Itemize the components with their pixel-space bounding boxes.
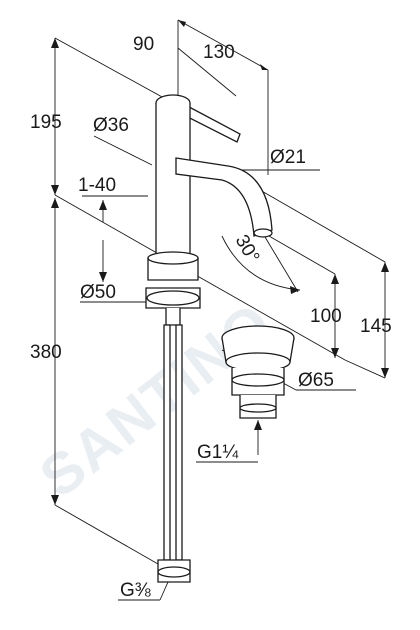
dim-130-line	[177, 19, 269, 71]
dim-countertop-line	[54, 194, 346, 361]
pop-up-waste	[221, 325, 295, 419]
dim-90-line	[177, 47, 237, 97]
threaded-rod	[165, 308, 181, 326]
hose-right	[175, 324, 183, 561]
dim-arrowhead	[99, 272, 107, 282]
dim-arrowhead	[51, 185, 59, 195]
dim-arrowhead	[178, 20, 186, 27]
base-rose-top	[147, 251, 199, 265]
dim-arrowhead	[51, 495, 59, 505]
label-100: 100	[310, 306, 342, 327]
label-d65: Ø65	[298, 370, 334, 391]
waste-ring	[231, 373, 285, 387]
dim-arrowhead	[331, 274, 339, 284]
label-g38: G⅜	[120, 580, 151, 601]
dim-d36-leader	[93, 135, 153, 166]
dim-arrowhead	[51, 198, 59, 208]
dim-arrowhead	[381, 368, 389, 378]
label-380: 380	[30, 342, 62, 363]
faucet	[145, 94, 273, 583]
dim-145-base-line	[344, 359, 386, 379]
dim-30deg-leg	[261, 231, 299, 293]
label-1-40: 1-40	[78, 175, 116, 196]
dim-outlet-reference-line	[261, 231, 336, 275]
label-90: 90	[133, 34, 154, 55]
main-column	[155, 103, 191, 269]
fixing-washer	[146, 290, 200, 306]
waste-thread-ring	[239, 403, 277, 413]
dim-arrowhead	[331, 348, 339, 358]
dim-spout-reference-line	[259, 189, 386, 263]
label-g114: G1¼	[197, 442, 239, 463]
hose-fitting-hex	[157, 566, 191, 578]
label-d50: Ø50	[80, 282, 116, 303]
label-d36: Ø36	[93, 115, 129, 136]
dim-g38-leader	[159, 581, 169, 601]
dim-arrowhead	[51, 38, 59, 48]
hose-left	[163, 324, 171, 561]
dim-bottom-reference-line	[54, 504, 166, 569]
dim-arrowhead	[99, 200, 107, 210]
dim-arrowhead	[254, 420, 262, 430]
dim-arrowhead	[381, 262, 389, 272]
dimension-lines	[51, 19, 389, 601]
label-195: 195	[30, 112, 62, 133]
dim-arrowhead	[290, 286, 300, 294]
dim-arrowhead	[260, 64, 268, 70]
label-d21: Ø21	[270, 147, 306, 168]
label-130: 130	[203, 42, 235, 63]
dim-30deg-arc	[221, 235, 301, 291]
spout-outlet	[253, 228, 273, 238]
label-145: 145	[360, 316, 392, 337]
